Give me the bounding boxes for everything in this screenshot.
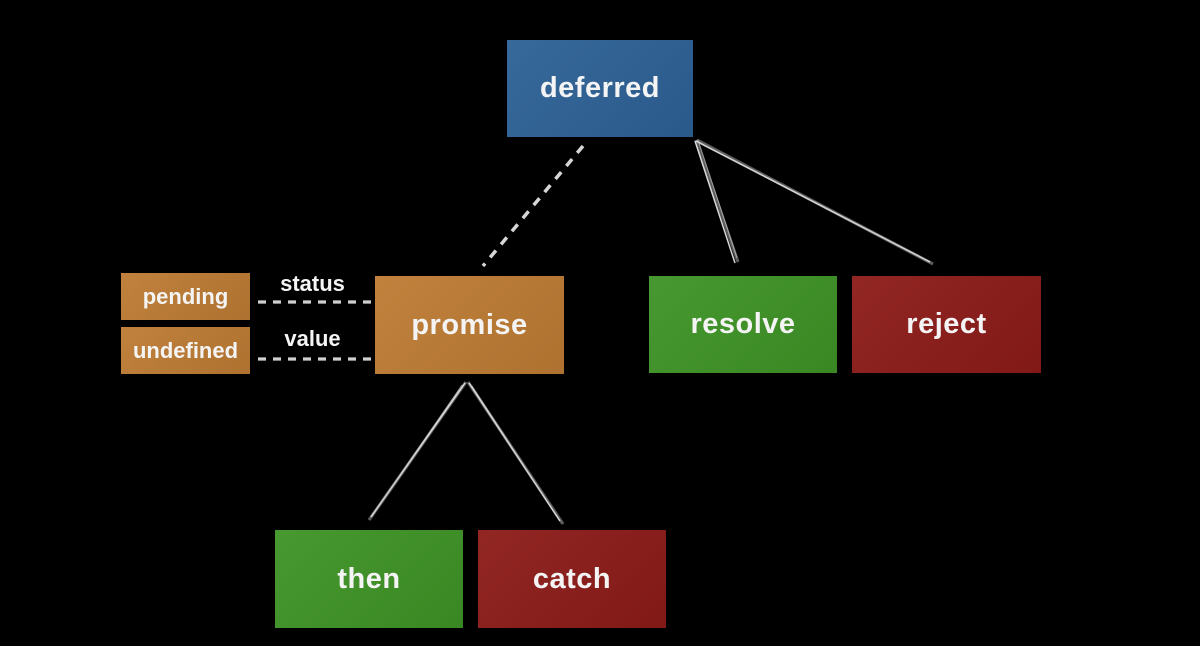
- node-resolve: resolve: [649, 276, 837, 373]
- value-label: value: [284, 326, 341, 351]
- node-reject-label: reject: [906, 308, 987, 340]
- node-catch-label: catch: [532, 562, 612, 595]
- node-then-label: then: [337, 562, 401, 595]
- node-then: then: [275, 530, 463, 628]
- node-undefined: undefined: [121, 327, 250, 374]
- node-deferred: deferred: [507, 40, 693, 137]
- node-pending-label: pending: [142, 283, 229, 309]
- node-pending: pending: [121, 273, 250, 320]
- edge-deferred-promise: [481, 144, 585, 268]
- edge-promise-catch: [466, 381, 565, 525]
- node-reject: reject: [852, 276, 1041, 373]
- node-promise: promise: [375, 276, 564, 374]
- edge-deferred-reject: [695, 138, 934, 266]
- edge-deferred-resolve: [694, 139, 740, 264]
- edge-promise-then: [367, 381, 468, 521]
- node-catch: catch: [478, 530, 666, 628]
- status-label: status: [280, 271, 345, 296]
- node-resolve-label: resolve: [690, 308, 796, 340]
- node-deferred-label: deferred: [539, 72, 661, 104]
- node-promise-label: promise: [411, 308, 528, 341]
- node-undefined-label: undefined: [132, 337, 239, 363]
